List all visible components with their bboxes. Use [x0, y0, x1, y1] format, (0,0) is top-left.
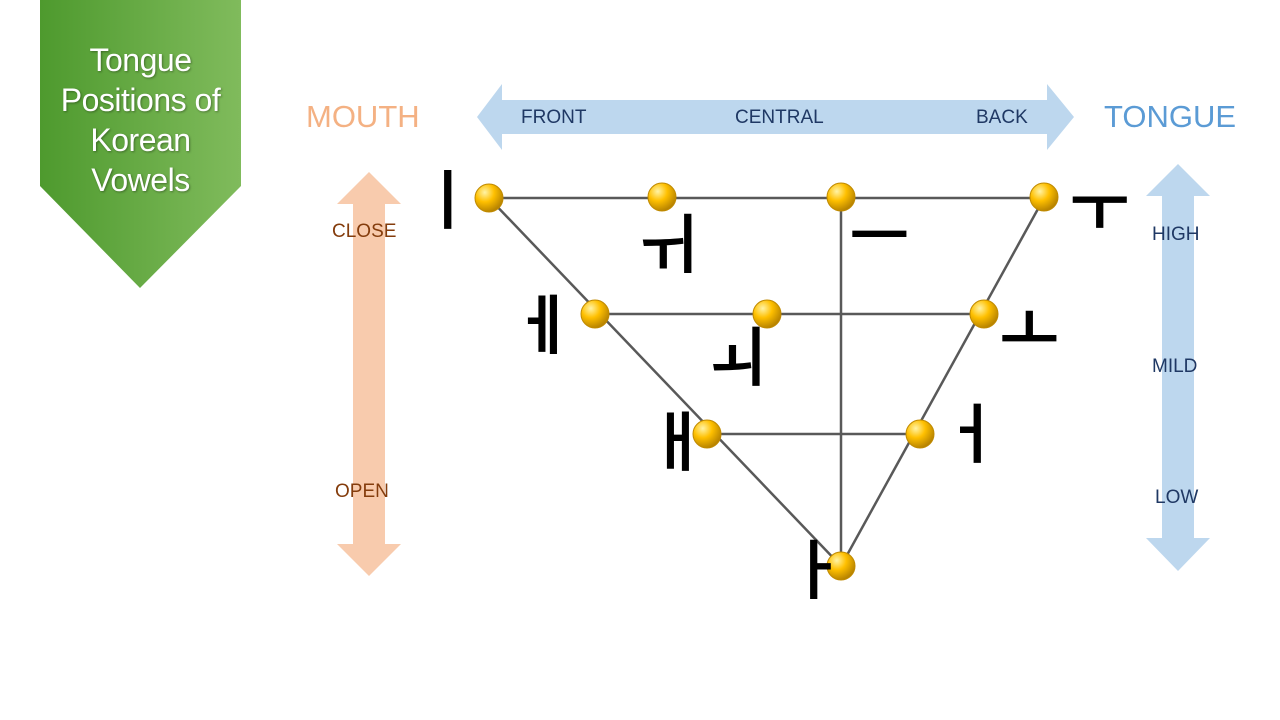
mild-label: MILD [1152, 356, 1198, 377]
marker-ae [692, 419, 722, 449]
high-low-arrow [1146, 164, 1210, 571]
marker-i [474, 183, 504, 213]
front-edge-line [488, 197, 842, 567]
vowel-wi: ㅟ [638, 209, 697, 283]
vowel-e: ㅔ [514, 290, 573, 364]
marker-wi [647, 182, 677, 212]
title-line: Vowels [91, 162, 190, 198]
vowel-o: ㅗ [1000, 295, 1059, 369]
title-line: Positions of [60, 82, 221, 118]
marker-u [1029, 182, 1059, 212]
vowel-a: ㅏ [786, 535, 845, 609]
marker-oe [752, 299, 782, 329]
title-banner-shape [40, 0, 241, 288]
title-banner: Tongue Positions of Korean Vowels [40, 0, 241, 288]
front-back-arrow [477, 84, 1074, 150]
marker-e [580, 299, 610, 329]
high-label: HIGH [1152, 224, 1200, 245]
title-line: Tongue [89, 42, 192, 78]
marker-eo [905, 419, 935, 449]
marker-eu [826, 182, 856, 212]
front-label: FRONT [521, 107, 587, 128]
marker-a [826, 551, 856, 581]
title-line: Korean [90, 122, 191, 158]
close-open-arrow [337, 172, 401, 576]
back-edge-line [839, 197, 1046, 567]
back-label: BACK [976, 107, 1028, 128]
mouth-label: MOUTH [306, 99, 420, 134]
vowel-ae: ㅐ [648, 407, 707, 481]
marker-o [969, 299, 999, 329]
vowel-eo: ㅓ [942, 399, 1001, 473]
vowel-i: ㅣ [418, 165, 477, 239]
vowel-oe: ㅚ [708, 322, 767, 396]
vowel-eu: ㅡ [850, 201, 909, 275]
open-label: OPEN [335, 481, 389, 502]
vowel-u: ㅜ [1070, 173, 1129, 247]
central-label: CENTRAL [735, 107, 824, 128]
tongue-label: TONGUE [1104, 99, 1237, 134]
page-title: Tongue Positions of Korean Vowels [40, 40, 241, 200]
low-label: LOW [1155, 487, 1199, 508]
close-label: CLOSE [332, 221, 397, 242]
